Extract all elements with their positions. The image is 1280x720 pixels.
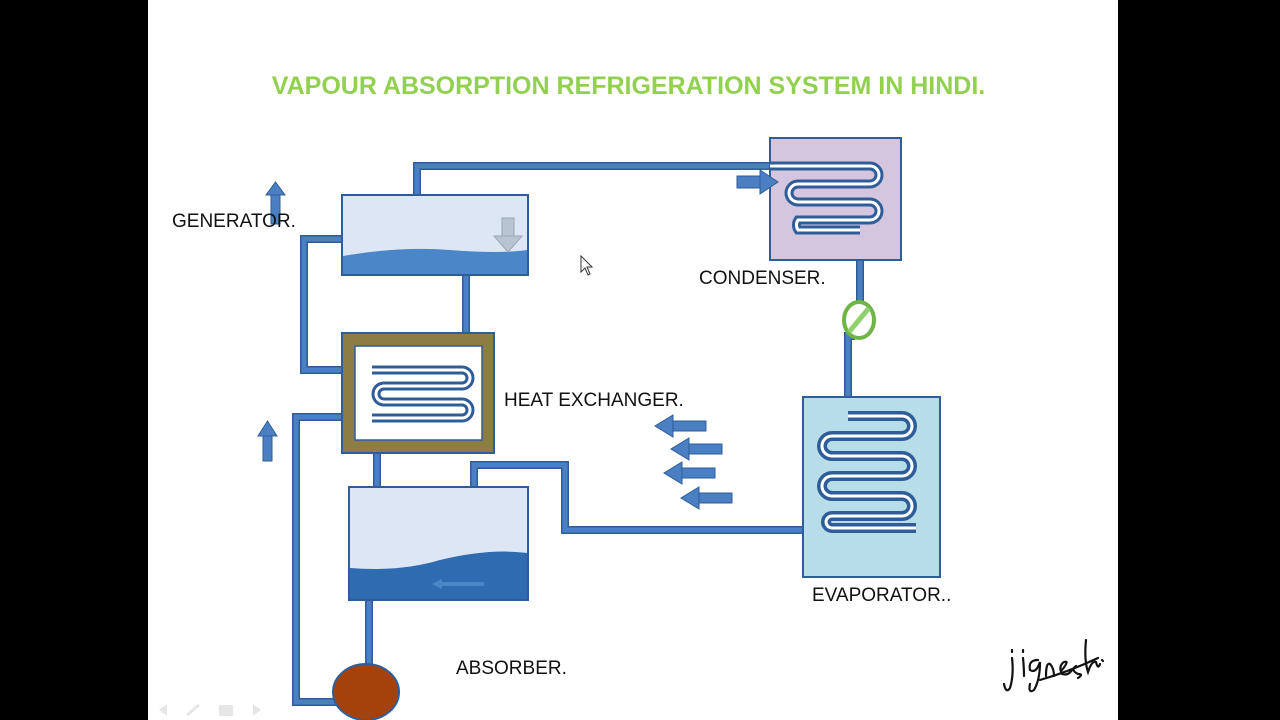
heat-flow-arrow-1	[654, 414, 707, 438]
condenser-inlet-arrow	[736, 169, 779, 195]
pump-up-arrow	[257, 420, 278, 462]
generator-up-arrow	[265, 181, 286, 225]
slideshow-nav[interactable]	[155, 700, 275, 720]
heat-flow-arrow-4	[680, 486, 733, 510]
diagram-title: VAPOUR ABSORPTION REFRIGERATION SYSTEM I…	[271, 72, 986, 100]
condenser	[736, 137, 902, 261]
prev-slide-icon[interactable]	[159, 704, 167, 716]
next-slide-icon[interactable]	[253, 704, 261, 716]
slide-canvas	[148, 0, 1118, 720]
condenser-label: CONDENSER.	[699, 268, 826, 289]
heat-flow-arrows	[654, 414, 733, 510]
generator-down-arrow	[492, 217, 524, 253]
condenser-coil	[770, 161, 884, 235]
pipe-pump-loop	[292, 413, 372, 706]
absorber-left-arrow	[432, 579, 484, 589]
heat-flow-arrow-2	[670, 437, 723, 461]
generator-label: GENERATOR.	[172, 211, 296, 232]
generator-vessel	[341, 194, 529, 276]
expansion-valve	[842, 300, 876, 340]
evaporator	[802, 396, 941, 578]
mouse-cursor-icon	[580, 254, 594, 276]
pen-icon[interactable]	[186, 703, 200, 717]
pump	[332, 663, 400, 720]
menu-icon[interactable]	[219, 705, 233, 716]
absorber-label: ABSORBER.	[456, 658, 567, 679]
absorber-vessel	[348, 486, 529, 601]
heat-exchanger	[341, 332, 495, 454]
pipe-generator-to-condenser	[413, 162, 770, 195]
evaporator-label: EVAPORATOR..	[812, 585, 952, 606]
heat-exchanger-coil	[371, 365, 475, 423]
heat-exchanger-label: HEAT EXCHANGER.	[504, 390, 684, 411]
pipe-generator-to-heat-exchanger	[300, 235, 372, 374]
signature-icon	[1002, 638, 1105, 693]
heat-flow-arrow-3	[663, 461, 716, 485]
evaporator-coil	[817, 411, 917, 533]
